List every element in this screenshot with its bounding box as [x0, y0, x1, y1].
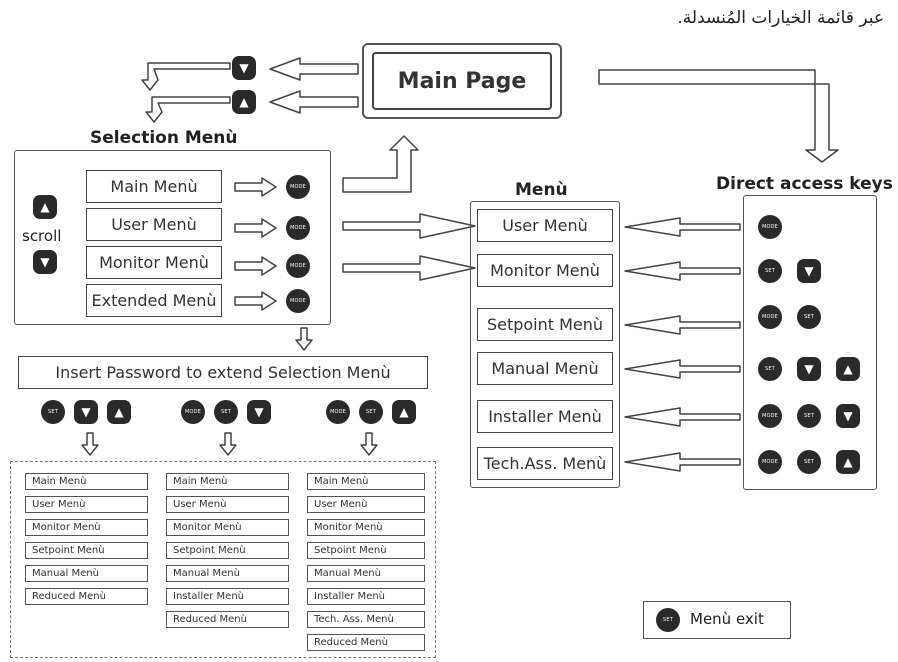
- scroll-label: scroll: [22, 227, 62, 245]
- menu-frame: [470, 201, 620, 488]
- down-key-icon: ▼: [232, 56, 256, 80]
- set-key-icon: SET: [758, 357, 782, 381]
- mode-key-icon: MODE: [758, 404, 782, 428]
- menu-title: Menù: [515, 180, 568, 200]
- selection-item-extended[interactable]: Extended Menù: [86, 284, 222, 317]
- down-key-icon: ▼: [797, 357, 821, 381]
- main-page-box[interactable]: Main Page: [372, 52, 552, 110]
- down-key-icon: ▼: [836, 404, 860, 428]
- selection-menu-frame: [14, 150, 331, 325]
- mode-key-icon: MODE: [758, 215, 782, 239]
- legend-box: SET Menù exit: [643, 601, 791, 639]
- set-key-icon: SET: [758, 259, 782, 283]
- down-key-icon: ▼: [247, 400, 271, 424]
- direct-keys-title: Direct access keys: [716, 174, 893, 194]
- mode-key-icon: MODE: [326, 400, 350, 424]
- menu-item-setpoint[interactable]: Setpoint Menù: [477, 308, 613, 341]
- set-key-icon: SET: [359, 400, 383, 424]
- menu-item-monitor[interactable]: Monitor Menù: [477, 254, 613, 287]
- set-key-icon: SET: [797, 305, 821, 329]
- list-item: Installer Menù: [166, 588, 289, 605]
- list-item: Manual Menù: [25, 565, 148, 582]
- mode-key-icon: MODE: [181, 400, 205, 424]
- direct-keys-frame: [743, 195, 877, 490]
- list-item: Installer Menù: [307, 588, 425, 605]
- list-item: Tech. Ass. Menù: [307, 611, 425, 628]
- list-item: Monitor Menù: [307, 519, 425, 536]
- set-key-icon: SET: [656, 608, 680, 632]
- selection-item-monitor[interactable]: Monitor Menù: [86, 246, 222, 279]
- mode-key-icon: MODE: [758, 450, 782, 474]
- scroll-down-icon: ▼: [33, 250, 57, 274]
- selection-item-main[interactable]: Main Menù: [86, 170, 222, 203]
- list-item: User Menù: [166, 496, 289, 513]
- list-item: Setpoint Menù: [166, 542, 289, 559]
- legend-label: Menù exit: [690, 610, 764, 628]
- main-page-frame: [362, 43, 562, 119]
- menu-item-techass[interactable]: Tech.Ass. Menù: [477, 447, 613, 480]
- mode-key-icon: MODE: [286, 216, 310, 240]
- list-item: Manual Menù: [307, 565, 425, 582]
- selection-item-user[interactable]: User Menù: [86, 208, 222, 241]
- set-key-icon: SET: [41, 400, 65, 424]
- list-item: Reduced Menù: [25, 588, 148, 605]
- set-key-icon: SET: [797, 450, 821, 474]
- up-key-icon: ▲: [836, 357, 860, 381]
- set-key-icon: SET: [214, 400, 238, 424]
- list-item: Reduced Menù: [307, 634, 425, 651]
- mode-key-icon: MODE: [758, 305, 782, 329]
- up-key-icon: ▲: [836, 450, 860, 474]
- list-item: Manual Menù: [166, 565, 289, 582]
- list-item: User Menù: [307, 496, 425, 513]
- selection-menu-title: Selection Menù: [90, 128, 238, 148]
- mode-key-icon: MODE: [286, 254, 310, 278]
- list-item: Setpoint Menù: [25, 542, 148, 559]
- mode-key-icon: MODE: [286, 289, 310, 313]
- list-item: Main Menù: [166, 473, 289, 490]
- list-item: Main Menù: [25, 473, 148, 490]
- list-item: Monitor Menù: [166, 519, 289, 536]
- list-item: Monitor Menù: [25, 519, 148, 536]
- up-key-icon: ▲: [232, 90, 256, 114]
- down-key-icon: ▼: [797, 259, 821, 283]
- set-key-icon: SET: [797, 404, 821, 428]
- down-key-icon: ▼: [74, 400, 98, 424]
- list-item: Setpoint Menù: [307, 542, 425, 559]
- up-key-icon: ▲: [392, 400, 416, 424]
- list-item: Main Menù: [307, 473, 425, 490]
- menu-item-manual[interactable]: Manual Menù: [477, 352, 613, 385]
- menu-item-user[interactable]: User Menù: [477, 209, 613, 242]
- list-item: Reduced Menù: [166, 611, 289, 628]
- up-key-icon: ▲: [107, 400, 131, 424]
- menu-item-installer[interactable]: Installer Menù: [477, 400, 613, 433]
- mode-key-icon: MODE: [286, 175, 310, 199]
- extended-lists-frame: [10, 461, 436, 658]
- scroll-up-icon: ▲: [33, 195, 57, 219]
- password-box[interactable]: Insert Password to extend Selection Menù: [18, 356, 428, 389]
- caption-text: عبر قائمة الخيارات المُنسدلة.: [677, 8, 884, 28]
- list-item: User Menù: [25, 496, 148, 513]
